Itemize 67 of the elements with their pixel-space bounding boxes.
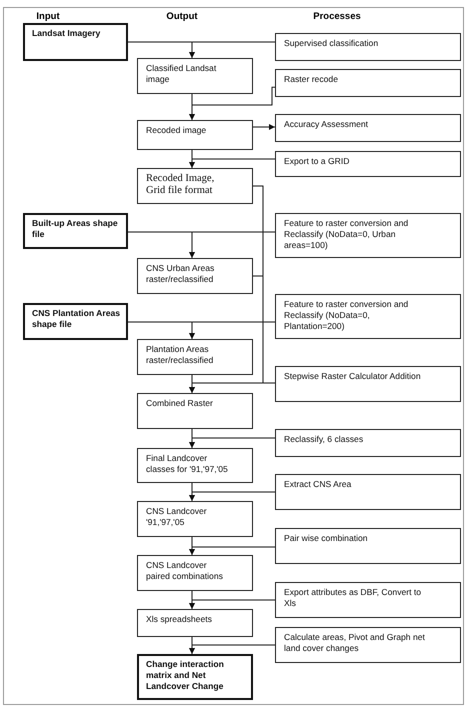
output-box bbox=[137, 609, 253, 637]
node-text: Stepwise Raster Calculator Addition bbox=[284, 371, 422, 382]
node-text: Change interaction matrix and Net Landcover Change bbox=[146, 659, 225, 692]
process-box bbox=[275, 582, 461, 618]
node-text: Final Landcover classes for '91,'97,'05 bbox=[146, 453, 229, 475]
node-text: Extract CNS Area bbox=[284, 479, 352, 490]
column-header: Processes bbox=[313, 11, 361, 22]
output-box bbox=[137, 501, 253, 537]
node-text: Classified Landsat image bbox=[146, 63, 218, 85]
node-text: Plantation Areas raster/reclassified bbox=[146, 344, 214, 366]
node-text: CNS Landcover paired combinations bbox=[146, 560, 224, 582]
connector-arrow bbox=[189, 158, 276, 168]
connector-arrow bbox=[189, 86, 276, 120]
node-text: Supervised classification bbox=[284, 38, 380, 49]
process-box bbox=[275, 429, 461, 457]
connector-arrow bbox=[252, 124, 276, 130]
connector-arrow bbox=[189, 600, 276, 610]
node-text: Reclassify, 6 classes bbox=[284, 434, 364, 445]
node-text: Recoded image bbox=[146, 125, 208, 136]
connector-arrow bbox=[189, 546, 276, 556]
connector-arrow bbox=[189, 232, 276, 258]
output-box bbox=[137, 393, 253, 429]
output-box bbox=[137, 555, 253, 591]
connector-arrow bbox=[189, 42, 276, 58]
connector-arrow bbox=[189, 322, 276, 340]
node-text: Export attributes as DBF, Convert to Xls bbox=[284, 587, 422, 609]
node-text: Feature to raster conversion and Reclassify (NoData=0, Plantation=200) bbox=[284, 299, 410, 332]
output-box bbox=[137, 168, 253, 204]
output-box bbox=[137, 448, 253, 483]
process-box bbox=[275, 114, 461, 142]
process-box bbox=[275, 627, 461, 663]
node-text: Pair wise combination bbox=[284, 533, 369, 544]
node-text: Feature to raster conversion and Reclassify (NoData=0, Urban areas=100) bbox=[284, 218, 410, 251]
process-box bbox=[275, 474, 461, 510]
process-box bbox=[275, 69, 461, 97]
node-text: Built-up Areas shape file bbox=[32, 218, 119, 240]
input-box bbox=[23, 213, 128, 249]
connector-arrow bbox=[189, 644, 276, 654]
node-text: Calculate areas, Pivot and Graph net land cover changes bbox=[284, 632, 426, 654]
input-box bbox=[23, 23, 128, 61]
output-box bbox=[137, 258, 253, 294]
process-box bbox=[275, 33, 461, 61]
node-text: Landsat Imagery bbox=[32, 28, 102, 39]
process-box bbox=[275, 366, 461, 402]
node-text: Accuracy Assessment bbox=[284, 119, 370, 130]
node-text: CNS Urban Areas raster/reclassified bbox=[146, 263, 216, 285]
process-box bbox=[275, 294, 461, 339]
output-box bbox=[137, 58, 253, 94]
output-box bbox=[137, 339, 253, 375]
node-text: Raster recode bbox=[284, 74, 339, 85]
node-text: Export to a GRID bbox=[284, 156, 350, 167]
connector-arrow bbox=[189, 438, 276, 448]
column-header: Input bbox=[36, 11, 60, 22]
input-box bbox=[23, 303, 128, 340]
process-box bbox=[275, 213, 461, 258]
node-text: Recoded Image, Grid file format bbox=[146, 173, 216, 197]
node-text: Xls spreadsheets bbox=[146, 614, 213, 625]
process-box bbox=[275, 151, 461, 177]
connector-arrow bbox=[189, 382, 276, 394]
node-text: CNS Landcover '91,'97,'05 bbox=[146, 506, 208, 528]
node-text: CNS Plantation Areas shape file bbox=[32, 308, 121, 330]
column-header: Output bbox=[166, 11, 198, 22]
output-box bbox=[137, 654, 253, 700]
process-box bbox=[275, 528, 461, 564]
node-text: Combined Raster bbox=[146, 398, 214, 409]
connector-arrow bbox=[189, 492, 276, 502]
output-box bbox=[137, 120, 253, 150]
